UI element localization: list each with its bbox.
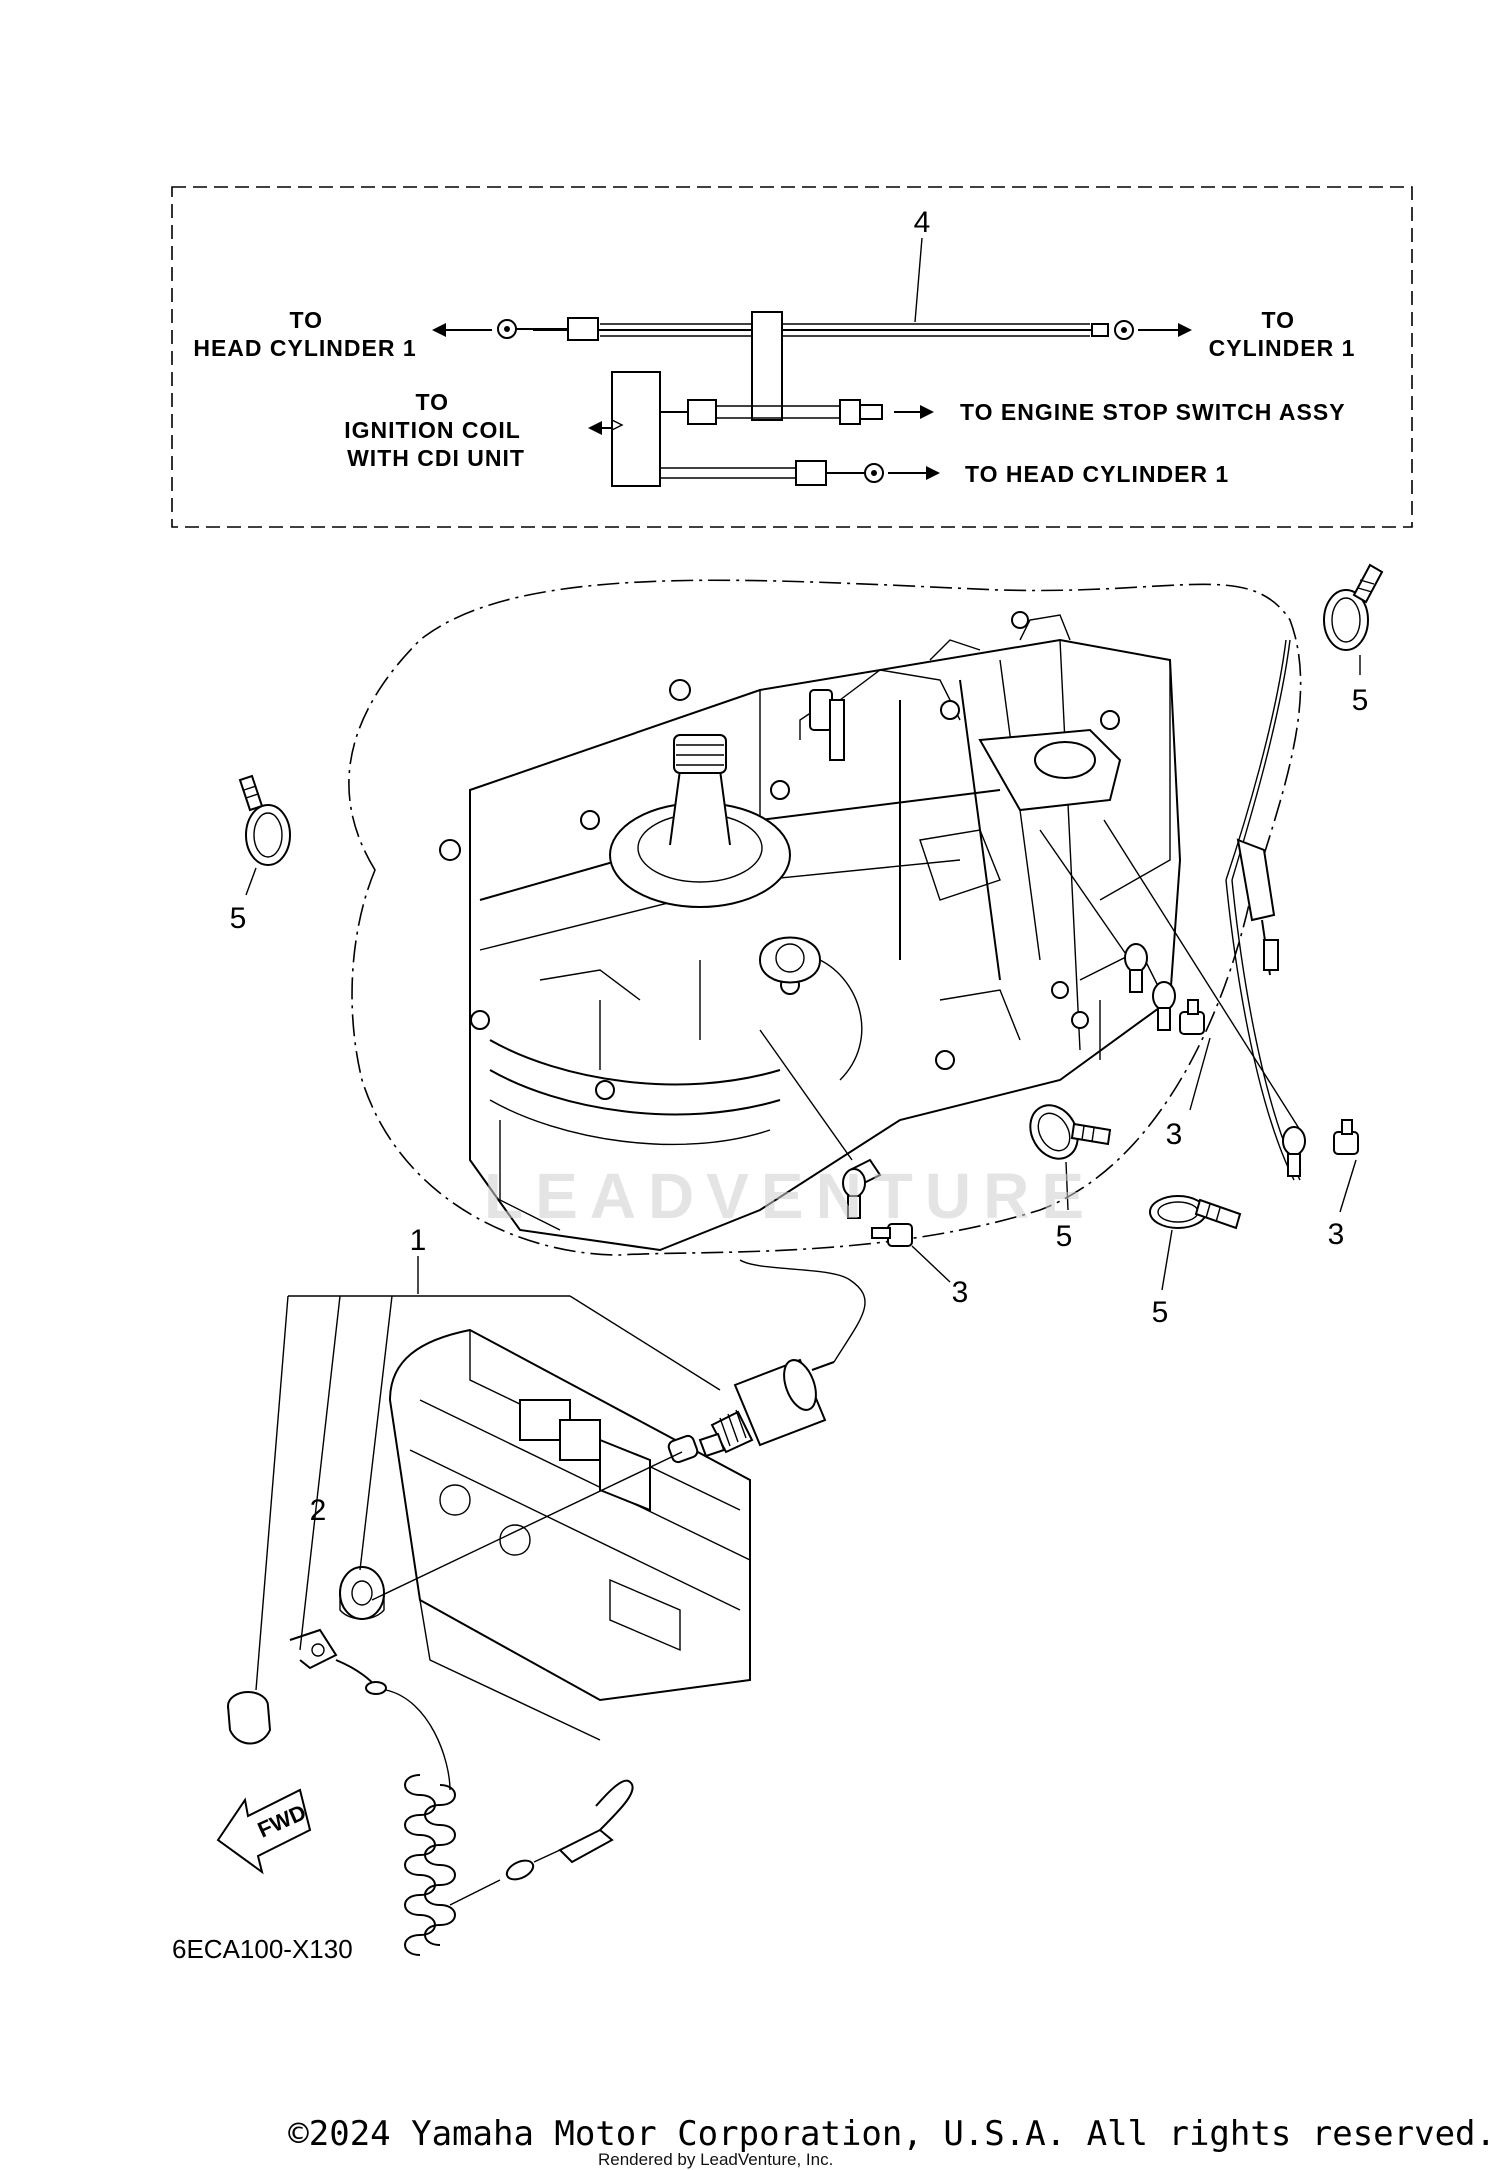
wire-runs: [759, 639, 1359, 1283]
clamp-part-5-top-right: [1323, 563, 1384, 675]
clamp-part-5-mid-b: [1149, 1195, 1242, 1291]
part-number-1: 1: [410, 1224, 427, 1257]
label-ignition-l2: IGNITION COIL: [344, 417, 520, 443]
label-ignition-l3: WITH CDI UNIT: [347, 445, 525, 471]
part-number-5-mid-b: 5: [1152, 1296, 1169, 1329]
label-to-cyl-right-l2: CYLINDER 1: [1209, 335, 1356, 361]
part-number-5-left: 5: [230, 902, 247, 935]
part-number-3-b: 3: [1328, 1218, 1345, 1251]
connector-sleeve-left: [567, 317, 599, 341]
inset-dashed-frame: [171, 186, 1413, 528]
lower-bracket: [388, 1328, 751, 1741]
part-number-3-c: 3: [952, 1276, 969, 1309]
rendered-by-credit: Rendered by LeadVenture, Inc.: [598, 2150, 834, 2169]
bolt-part-3-a: [1179, 999, 1205, 1035]
ignition-coil-connector: [611, 371, 661, 487]
label-ignition-l1: TO: [416, 389, 450, 415]
label-to-cyl-right-l1: TO: [1262, 307, 1296, 333]
bolt-part-3-c: [871, 1223, 913, 1247]
label-to-cylinder-right: TO CYLINDER 1: [1209, 307, 1356, 361]
clamp-part-5-mid-a: [1029, 1104, 1112, 1211]
stop-switch: [667, 1259, 866, 1464]
fwd-arrow-icon: FWD: [216, 1788, 312, 1875]
label-to-head-cylinder-bottom: TO HEAD CYLINDER 1: [965, 461, 1229, 487]
coiled-lanyard: [404, 1774, 634, 1956]
part-number-5-top-right: 5: [1352, 684, 1369, 717]
label-to-ignition-coil: TO IGNITION COIL WITH CDI UNIT: [344, 389, 528, 471]
watermark: LEADVENTURE: [484, 1160, 1096, 1232]
crankshaft-tip: [673, 734, 727, 774]
wiring-inset: TO HEAD CYLINDER 1 TO CYLINDER 1 TO IGNI…: [171, 186, 1413, 528]
lanyard-clip: [289, 1628, 451, 1791]
label-to-head-cyl-left-l2: HEAD CYLINDER 1: [193, 335, 416, 361]
label-to-head-cylinder-left: TO HEAD CYLINDER 1: [193, 307, 416, 361]
part-number-4: 4: [914, 206, 931, 239]
switch-cap: [227, 1691, 272, 1745]
engine-assembly: [348, 579, 1302, 1256]
lower-cowling-bracket: [388, 1328, 751, 1702]
copyright-notice: ©2024 Yamaha Motor Corporation, U.S.A. A…: [288, 2114, 1496, 2154]
part-number-3-a: 3: [1166, 1118, 1183, 1151]
label-to-engine-stop-switch: TO ENGINE STOP SWITCH ASSY: [960, 399, 1346, 425]
label-to-head-cyl-left-l1: TO: [290, 307, 324, 333]
part-number-5-mid-a: 5: [1056, 1220, 1073, 1253]
clamp-part-5-left: [238, 774, 291, 896]
leaders-1-2: [255, 1256, 721, 1691]
part-number-2: 2: [310, 1494, 327, 1527]
bolt-part-3-b: [1333, 1119, 1359, 1155]
harness-junction: [751, 311, 783, 421]
diagram-code: 6ECA100-X130: [172, 1934, 353, 1964]
switch-nut: [339, 1566, 385, 1620]
